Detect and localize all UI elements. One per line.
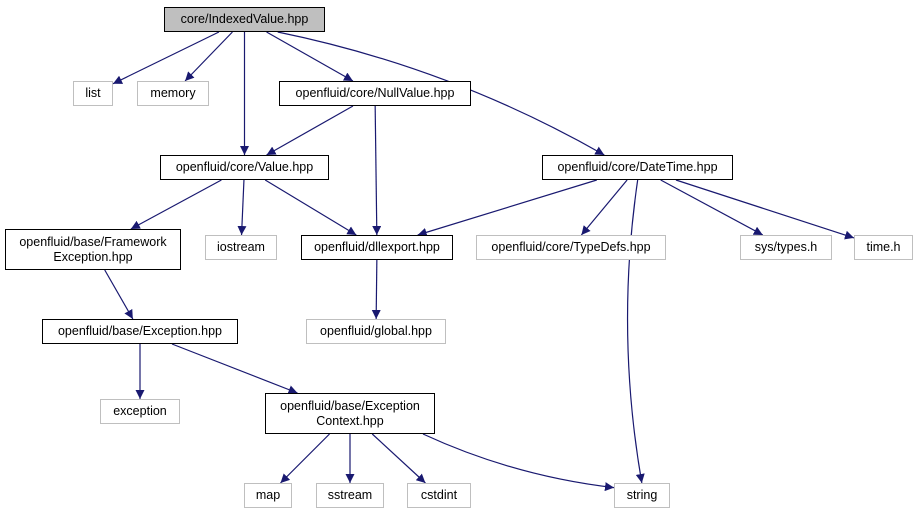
node-openfluid-core-typedefs-hpp[interactable]: openfluid/core/TypeDefs.hpp (476, 235, 666, 260)
edge-exception-hpp-to-exception-context (171, 343, 298, 394)
node-memory[interactable]: memory (137, 81, 209, 106)
edge-value-to-dllexport (264, 179, 357, 236)
node-core-indexedvalue-hpp[interactable]: core/IndexedValue.hpp (164, 7, 325, 32)
node-time-h[interactable]: time.h (854, 235, 913, 260)
node-sstream[interactable]: sstream (316, 483, 384, 508)
edge-date-time-to-string (626, 179, 645, 484)
node-openfluid-base-exceptioncontext-hpp[interactable]: openfluid/base/Exception Context.hpp (265, 393, 435, 434)
edge-indexed-value-to-null-value (266, 31, 354, 82)
edge-null-value-to-dllexport (372, 105, 382, 236)
edge-indexed-value-to-list (112, 31, 220, 85)
node-openfluid-base-frameworkexception-hpp[interactable]: openfluid/base/Framework Exception.hpp (5, 229, 181, 270)
edge-exception-context-to-string (422, 433, 615, 492)
node-openfluid-core-value-hpp[interactable]: openfluid/core/Value.hpp (160, 155, 329, 180)
edge-value-to-framework-exception (130, 179, 222, 230)
edge-indexed-value-to-date-time (277, 31, 605, 156)
edge-indexed-value-to-memory (184, 31, 233, 82)
edge-date-time-to-sys-types (660, 179, 764, 236)
node-openfluid-dllexport-hpp[interactable]: openfluid/dllexport.hpp (301, 235, 453, 260)
edge-exception-context-to-cstdint (371, 433, 426, 484)
edge-exception-context-to-map (280, 433, 330, 484)
node-exception[interactable]: exception (100, 399, 180, 424)
node-cstdint[interactable]: cstdint (407, 483, 471, 508)
edge-date-time-to-typedefs (580, 179, 628, 236)
node-string[interactable]: string (614, 483, 670, 508)
node-sys-types-h[interactable]: sys/types.h (740, 235, 832, 260)
edge-dllexport-to-global (371, 259, 381, 320)
edge-value-to-iostream (237, 179, 247, 236)
edge-date-time-to-time-h (675, 179, 855, 240)
edge-framework-exception-to-exception-hpp (104, 269, 134, 320)
node-openfluid-core-nullvalue-hpp[interactable]: openfluid/core/NullValue.hpp (279, 81, 471, 106)
edge-null-value-to-value (266, 105, 354, 156)
node-list[interactable]: list (73, 81, 113, 106)
node-map[interactable]: map (244, 483, 292, 508)
node-openfluid-core-datetime-hpp[interactable]: openfluid/core/DateTime.hpp (542, 155, 733, 180)
node-openfluid-global-hpp[interactable]: openfluid/global.hpp (306, 319, 446, 344)
edge-date-time-to-dllexport (417, 179, 597, 237)
node-iostream[interactable]: iostream (205, 235, 277, 260)
node-openfluid-base-exception-hpp[interactable]: openfluid/base/Exception.hpp (42, 319, 238, 344)
